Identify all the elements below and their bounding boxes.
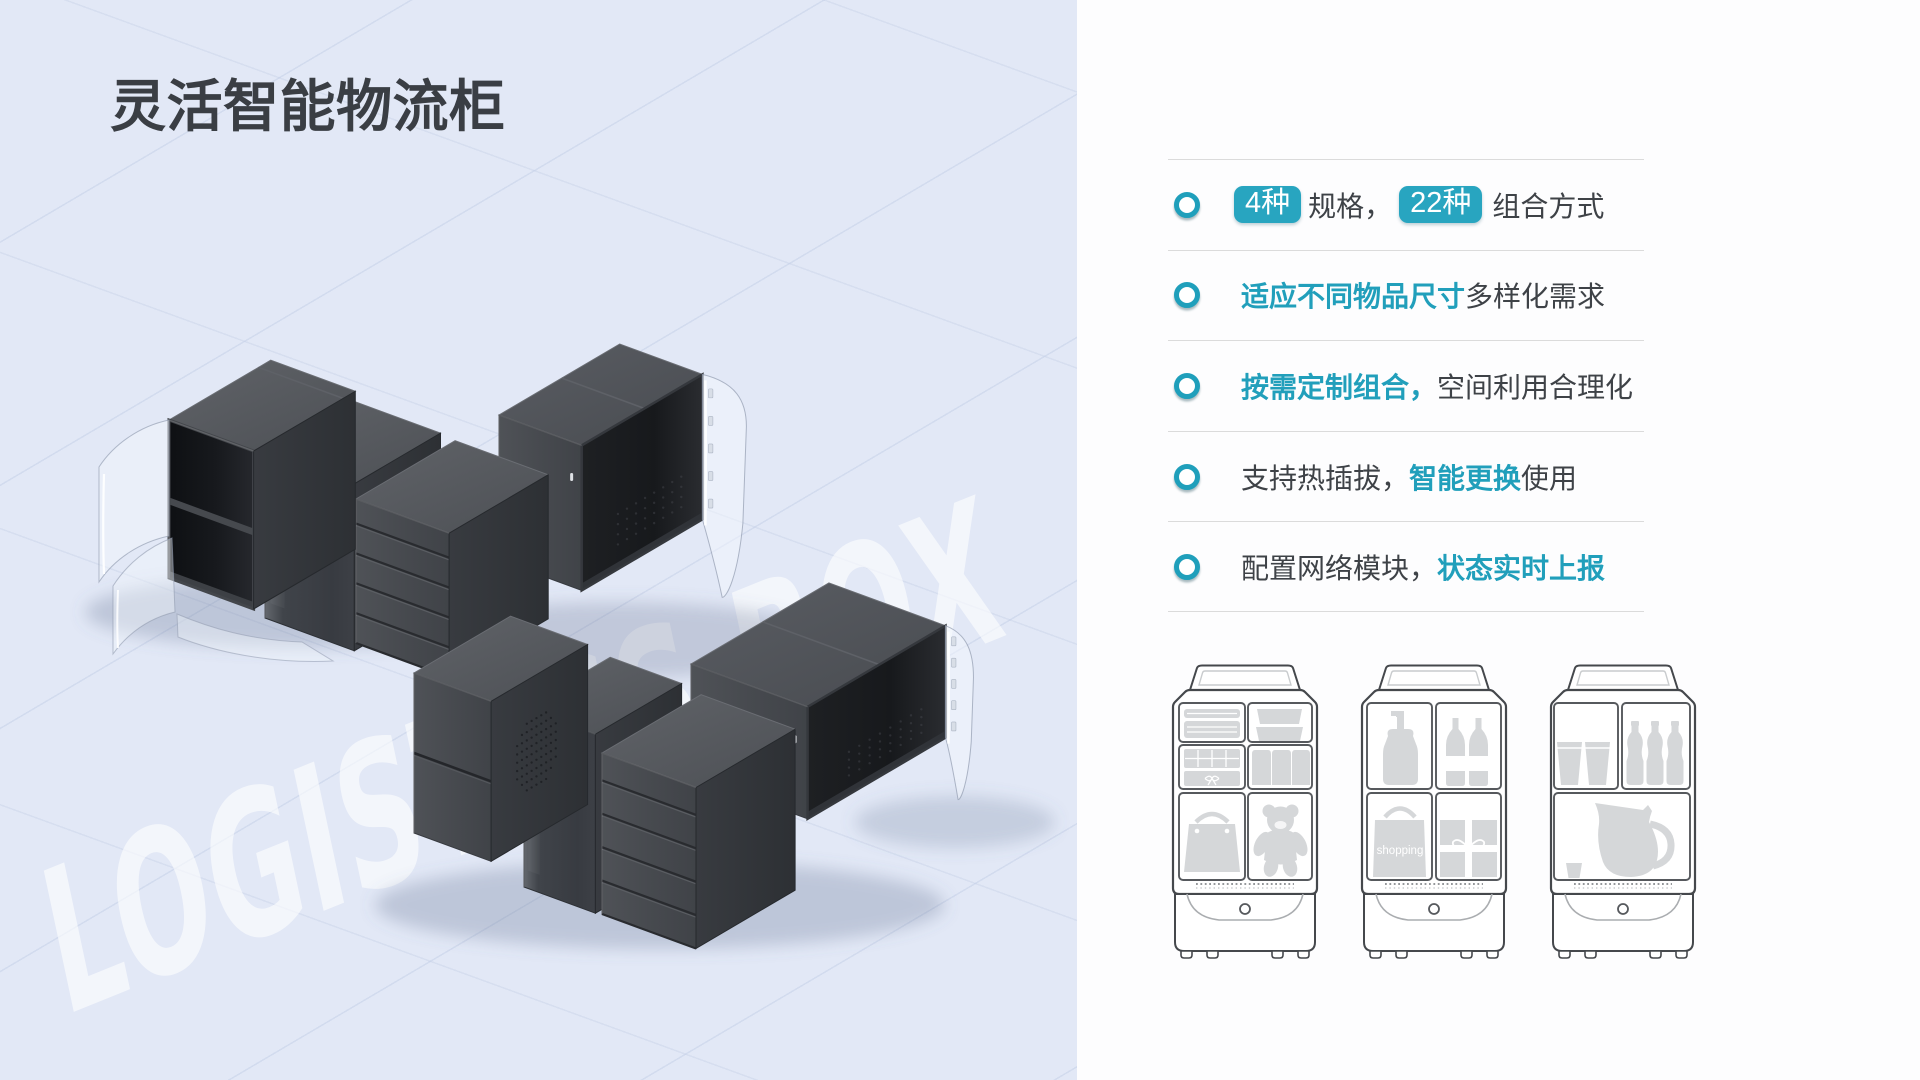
shopping-bag-label: shopping <box>1377 845 1424 857</box>
product-showcase-panel: LOGISTICS BOX 灵活智能物流柜 <box>0 0 1077 1080</box>
acrylic-door <box>944 624 974 801</box>
bullet-circle-icon <box>1174 191 1200 218</box>
feature-text-highlight: 适应不同物品尺寸 <box>1241 281 1466 313</box>
cabinet-module-3d <box>412 615 589 863</box>
cabinet-module-3d <box>167 359 357 612</box>
page-title: 灵活智能物流柜 <box>110 75 506 138</box>
feature-text-segment: 多样化需求 <box>1465 281 1606 313</box>
cabinet-lineart-row: shopping <box>1171 664 1738 960</box>
feature-text-segment: 配置网络模块， <box>1241 552 1438 584</box>
cabinet-module-3d <box>497 343 704 593</box>
cabinet-lineart-shopping: shopping <box>1360 664 1508 959</box>
bullet-circle-icon <box>1174 372 1200 399</box>
cabinet-module-3d <box>600 694 797 950</box>
feature-text-highlight: 状态实时上报 <box>1437 552 1606 584</box>
feature-row-specs: 4种 规格， 22种 组合方式 <box>1168 159 1644 250</box>
cabinet-module-3d <box>354 440 550 679</box>
feature-text-segment: 支持热插拔， <box>1241 462 1410 494</box>
feature-text-segment: 规格， <box>1308 190 1393 222</box>
feature-row-hotswap: 支持热插拔， 智能更换 使用 <box>1168 430 1644 522</box>
count-badge: 22种 <box>1399 186 1483 224</box>
feature-text-segment: 空间利用合理化 <box>1437 371 1634 403</box>
features-panel: 4种 规格， 22种 组合方式 适应不同物品尺寸 多样化需求 按需定制组合， 空… <box>1077 0 1920 1080</box>
count-badge: 4种 <box>1234 186 1302 224</box>
cabinet-lineart-goods <box>1171 664 1319 959</box>
feature-row-sizes: 适应不同物品尺寸 多样化需求 <box>1168 249 1644 341</box>
bullet-circle-icon <box>1174 282 1200 309</box>
feature-row-custom: 按需定制组合， 空间利用合理化 <box>1168 340 1644 431</box>
cabinet-3d-illustration <box>85 343 1055 950</box>
feature-row-network: 配置网络模块， 状态实时上报 <box>1168 521 1644 612</box>
feature-text-highlight: 智能更换 <box>1409 462 1522 494</box>
acrylic-door <box>701 373 747 598</box>
bullet-circle-icon <box>1174 553 1200 580</box>
feature-text-segment: 组合方式 <box>1492 190 1605 222</box>
bullet-circle-icon <box>1174 463 1200 490</box>
feature-list: 4种 规格， 22种 组合方式 适应不同物品尺寸 多样化需求 按需定制组合， 空… <box>1168 159 1644 612</box>
feature-text-highlight: 按需定制组合， <box>1241 371 1438 403</box>
feature-text-segment: 使用 <box>1521 462 1578 494</box>
cabinet-lineart-drinks <box>1549 664 1697 959</box>
